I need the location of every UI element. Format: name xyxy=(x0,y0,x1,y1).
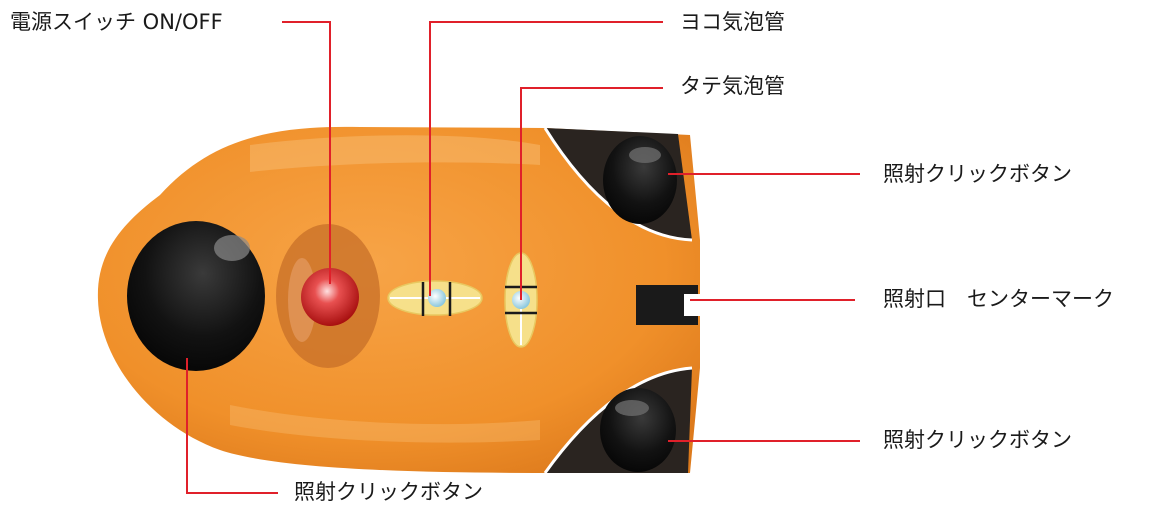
leader-horizontal-bubble xyxy=(429,21,663,296)
body-lower-highlight xyxy=(230,405,540,443)
body-highlight xyxy=(250,135,540,172)
label-click-button-top: 照射クリックボタン xyxy=(883,162,1072,186)
label-horizontal-bubble: ヨコ気泡管 xyxy=(680,10,785,34)
leader-click-button-bottom xyxy=(186,358,278,494)
click-button-bottom-glare xyxy=(214,235,250,261)
power-switch[interactable] xyxy=(301,268,359,326)
leader-vertical-bubble xyxy=(520,87,663,300)
label-click-button-lower-right: 照射クリックボタン xyxy=(883,428,1072,452)
label-vertical-bubble: タテ気泡管 xyxy=(680,74,785,98)
leader-power-switch xyxy=(282,21,331,284)
click-button-lower-right-glare xyxy=(615,400,649,416)
label-laser-aperture: 照射口 センターマーク xyxy=(883,287,1114,311)
horizontal-bubble xyxy=(428,289,446,307)
label-click-button-bottom: 照射クリックボタン xyxy=(294,480,483,504)
aperture-center-mark xyxy=(684,294,700,316)
click-button-top-glare xyxy=(629,147,661,163)
label-power-switch: 電源スイッチ ON/OFF xyxy=(10,10,223,34)
